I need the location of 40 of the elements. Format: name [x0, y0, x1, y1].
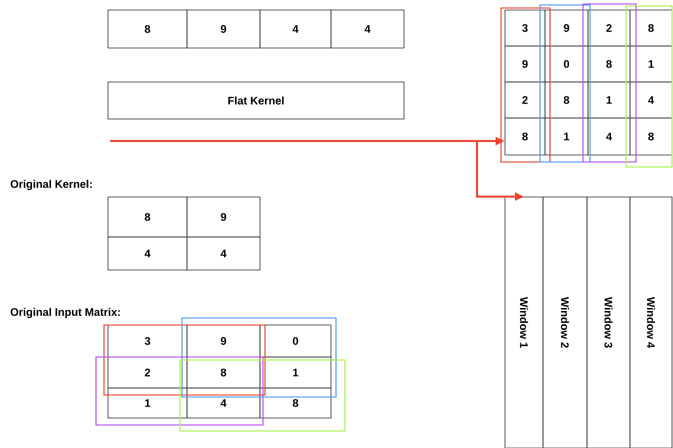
- matrix-cell: 0: [260, 324, 332, 358]
- matrix-cell: 9: [186, 10, 260, 48]
- window-column: Window 4: [630, 196, 672, 448]
- window-column: Window 2: [542, 196, 588, 448]
- window-column: Window 3: [586, 196, 630, 448]
- matrix-cell: 8: [260, 388, 332, 418]
- matrix-cell: 8: [108, 10, 188, 48]
- matrix-cell: 1: [108, 388, 188, 418]
- matrix-cell: 1: [260, 356, 332, 388]
- window-column: Window 1: [504, 196, 544, 448]
- matrix-cell: 4: [108, 236, 188, 270]
- matrix-cell: 2: [504, 82, 546, 118]
- grid-heading: Original Input Matrix:: [10, 308, 120, 318]
- matrix-cell: 4: [588, 118, 630, 156]
- matrix-cell: 8: [186, 356, 260, 388]
- matrix-cell: 4: [186, 236, 260, 270]
- matrix-cell: 2: [108, 356, 188, 388]
- matrix-cell: 9: [186, 196, 260, 238]
- matrix-cell: 9: [186, 324, 260, 358]
- matrix-cell: 1: [630, 46, 672, 82]
- matrix-cell: 1: [544, 118, 588, 156]
- matrix-cell: 2: [588, 10, 630, 46]
- matrix-cell: 4: [330, 10, 404, 48]
- matrix-cell: 4: [186, 388, 260, 418]
- matrix-cell: 1: [588, 82, 630, 118]
- matrix-cell: 8: [504, 118, 546, 156]
- matrix-cell: 8: [630, 118, 672, 156]
- matrix-cell: 9: [504, 46, 546, 82]
- matrix-cell: 8: [630, 10, 672, 46]
- matrix-cell: 9: [544, 10, 588, 46]
- flat-kernel-box: Flat Kernel: [108, 82, 404, 120]
- grid-heading: Original Kernel:: [10, 180, 92, 190]
- matrix-cell: 4: [630, 82, 672, 118]
- matrix-cell: 3: [504, 10, 546, 46]
- matrix-cell: 8: [588, 46, 630, 82]
- matrix-cell: 0: [544, 46, 588, 82]
- matrix-cell: 8: [544, 82, 588, 118]
- matrix-cell: 3: [108, 324, 188, 358]
- matrix-cell: 4: [260, 10, 332, 48]
- matrix-cell: 8: [108, 196, 188, 238]
